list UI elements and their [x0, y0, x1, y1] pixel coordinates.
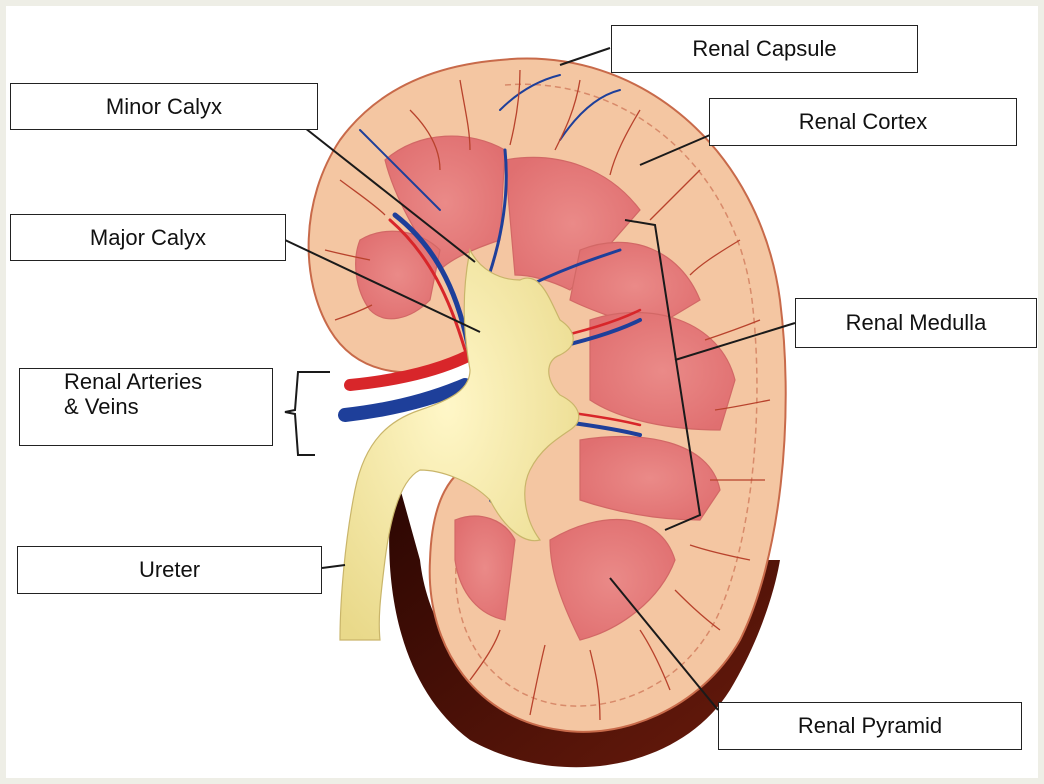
- label-renal-capsule-text: Renal Capsule: [692, 36, 837, 62]
- label-minor-calyx-text: Minor Calyx: [105, 93, 223, 119]
- label-major-calyx-text: Major Calyx: [89, 224, 207, 250]
- label-major-calyx: Major Calyx: [10, 214, 286, 261]
- label-ureter: Ureter: [17, 546, 322, 594]
- label-renal-capsule: Renal Capsule: [611, 25, 918, 73]
- leader-line-major-calyx: [284, 239, 481, 333]
- label-renal-medulla: Renal Medulla: [795, 298, 1037, 348]
- label-renal-pyramid: Renal Pyramid: [718, 702, 1022, 750]
- leader-line-renal-capsule: [559, 47, 611, 66]
- leader-lines: [284, 47, 796, 711]
- label-renal-arteries-line1: Renal Arteries: [64, 369, 203, 394]
- bracket-renal-medulla: [624, 219, 702, 531]
- leader-line-ureter: [321, 564, 346, 569]
- leader-line-renal-pyramid: [609, 577, 719, 711]
- cortex-inner-boundary: [455, 83, 758, 707]
- label-renal-arteries-line2: & Veins: [64, 394, 139, 420]
- renal-pelvis: [339, 248, 580, 641]
- label-renal-medulla-text: Renal Medulla: [845, 310, 987, 336]
- bracket-renal-arteries: [284, 371, 330, 456]
- label-renal-arteries-veins: Renal Arteries & Veins: [19, 368, 273, 446]
- label-renal-pyramid-text: Renal Pyramid: [797, 713, 943, 739]
- leader-line-renal-cortex: [639, 134, 711, 166]
- label-ureter-text: Ureter: [138, 557, 201, 583]
- label-renal-cortex-text: Renal Cortex: [798, 109, 928, 135]
- cortical-arteries: [324, 69, 771, 721]
- leader-line-renal-medulla: [674, 322, 796, 361]
- leader-line-minor-calyx: [304, 127, 476, 263]
- label-minor-calyx: Minor Calyx: [10, 83, 318, 130]
- label-renal-cortex: Renal Cortex: [709, 98, 1017, 146]
